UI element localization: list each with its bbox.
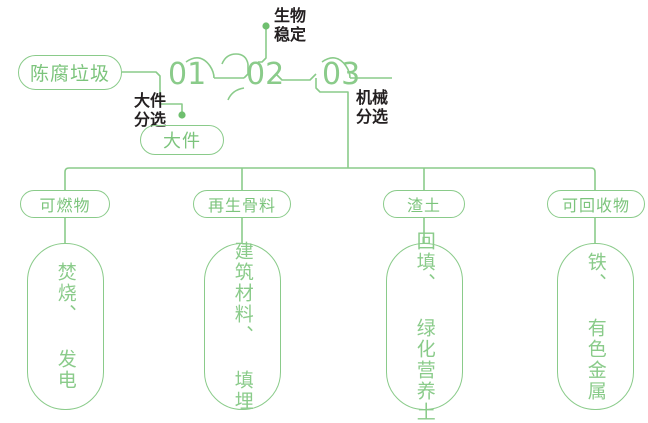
outcome-box-2[interactable]: 建筑材料、 填埋 bbox=[204, 241, 281, 412]
arc-step02-left bbox=[221, 53, 249, 65]
link-step01-to-bulky bbox=[159, 86, 183, 114]
link-step01-to-step02-elbow bbox=[243, 64, 249, 79]
category-label-3: 渣土 bbox=[406, 196, 441, 215]
category-label-4: 可回收物 bbox=[561, 196, 630, 215]
distribution-bar bbox=[64, 167, 596, 176]
link-source-to-step01 bbox=[122, 71, 161, 86]
bulky-output-node[interactable]: 大件 bbox=[140, 125, 224, 155]
outcome-box-3[interactable]: 回填、 绿化营养土 bbox=[386, 231, 463, 423]
label-mechanical-sorting-line2: 分选 bbox=[356, 107, 389, 127]
source-label: 陈腐垃圾 bbox=[29, 63, 110, 85]
bio-stabilization-dot bbox=[262, 22, 270, 30]
category-pill-4[interactable]: 可回收物 bbox=[547, 190, 645, 218]
outcome-text-4: 铁、 有色金属 bbox=[584, 251, 607, 402]
label-bulky-sorting-line1: 大件 bbox=[134, 91, 167, 110]
outcome-text-3: 回填、 绿化营养土 bbox=[413, 230, 436, 423]
bulky-sorting-dot bbox=[178, 111, 186, 119]
label-mechanical-sorting-line1: 机械 bbox=[356, 88, 389, 107]
outcome-box-1[interactable]: 焚烧、 发电 bbox=[27, 243, 104, 410]
step-number-01[interactable]: 01 bbox=[168, 57, 207, 92]
link-step02-to-step03 bbox=[275, 73, 317, 81]
label-mechanical-sorting: 机械 分选 bbox=[356, 88, 388, 126]
source-node[interactable]: 陈腐垃圾 bbox=[18, 55, 122, 90]
outcome-text-1: 焚烧、 发电 bbox=[54, 262, 77, 391]
bulky-output-label: 大件 bbox=[163, 131, 201, 152]
label-bio-stabilization: 生物 稳定 bbox=[274, 6, 306, 44]
link-step02-bio-stem bbox=[258, 26, 267, 63]
category-pill-1[interactable]: 可燃物 bbox=[20, 190, 110, 218]
step-number-02[interactable]: 02 bbox=[246, 57, 285, 92]
label-bulky-sorting: 大件 分选 bbox=[134, 91, 166, 129]
arc-step02-bottomleft bbox=[227, 87, 245, 101]
arc-step01-top bbox=[185, 57, 215, 79]
label-bio-stabilization-line1: 生物 bbox=[274, 6, 307, 25]
category-label-1: 可燃物 bbox=[39, 196, 91, 215]
outcome-text-2: 建筑材料、 填埋 bbox=[231, 241, 254, 412]
trunk-step03-down bbox=[315, 78, 349, 168]
category-label-2: 再生骨料 bbox=[207, 196, 276, 215]
step-number-03[interactable]: 03 bbox=[322, 57, 361, 92]
category-pill-2[interactable]: 再生骨料 bbox=[193, 190, 291, 218]
category-pill-3[interactable]: 渣土 bbox=[383, 190, 465, 218]
outcome-box-4[interactable]: 铁、 有色金属 bbox=[557, 243, 634, 410]
label-bio-stabilization-line2: 稳定 bbox=[274, 25, 307, 45]
arc-step03-top bbox=[321, 57, 351, 79]
